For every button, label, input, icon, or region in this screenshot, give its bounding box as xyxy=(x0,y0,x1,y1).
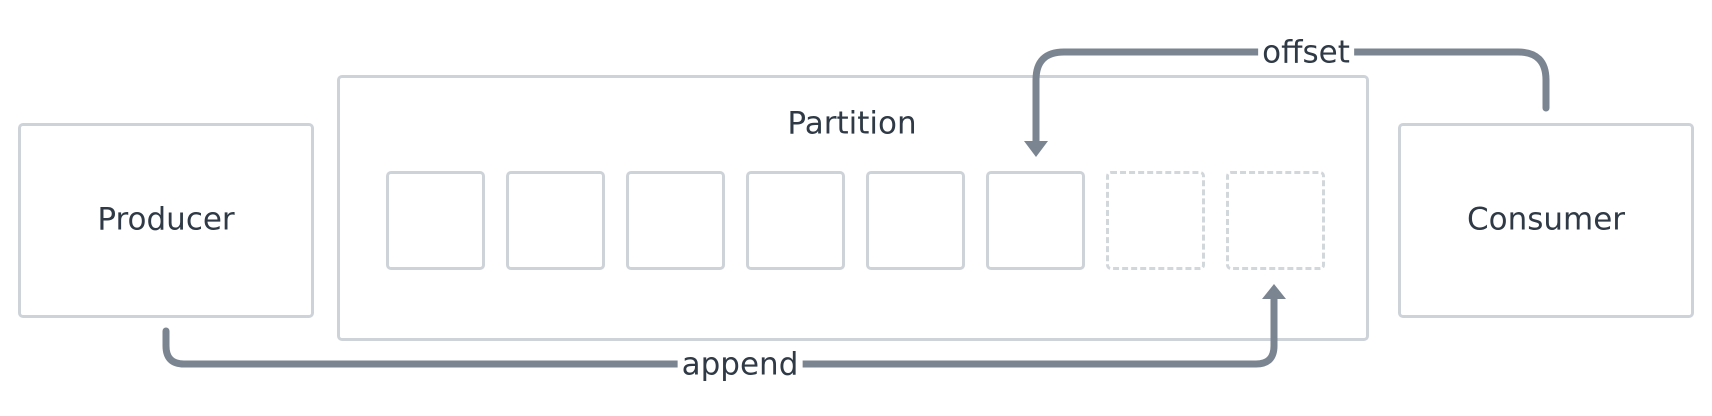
producer-box xyxy=(18,123,314,318)
partition-label: Partition xyxy=(787,105,917,142)
partition-slot xyxy=(626,171,725,270)
partition-slot xyxy=(746,171,845,270)
partition-slot-empty xyxy=(1106,171,1205,270)
consumer-label: Consumer xyxy=(1466,201,1626,238)
partition-slot xyxy=(386,171,485,270)
offset-arrow-head xyxy=(1024,141,1048,157)
partition-box xyxy=(337,75,1369,341)
partition-slot xyxy=(506,171,605,270)
partition-slot xyxy=(986,171,1085,270)
append-arrow-head xyxy=(1262,284,1286,299)
partition-slot-empty xyxy=(1226,171,1325,270)
append-label: append xyxy=(677,349,803,381)
producer-label: Producer xyxy=(97,201,235,238)
partition-slot xyxy=(866,171,965,270)
consumer-box xyxy=(1398,123,1694,318)
offset-label: offset xyxy=(1258,37,1354,69)
